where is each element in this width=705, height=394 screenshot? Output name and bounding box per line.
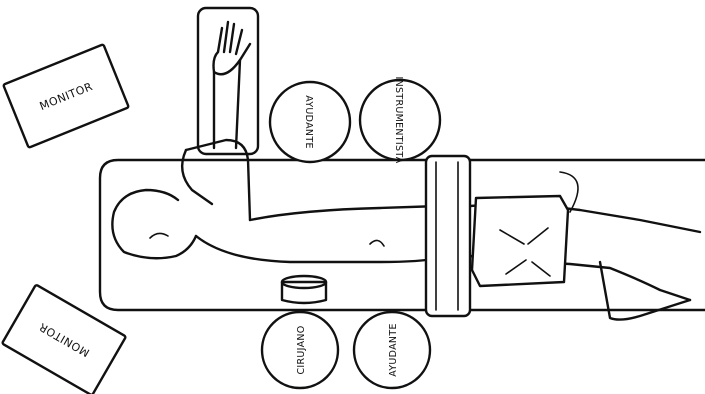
ayudante-top-label: AYUDANTE bbox=[303, 95, 314, 148]
monitor-bottom: MONITOR bbox=[2, 285, 126, 394]
cirujano: CIRUJANO bbox=[262, 312, 338, 388]
ayudante-bottom-label: AYUDANTE bbox=[388, 323, 399, 376]
monitor-top: MONITOR bbox=[3, 44, 129, 148]
patient-body bbox=[112, 140, 700, 320]
instrumentista: INSTRUMENTISTA bbox=[360, 76, 440, 163]
cirujano-label: CIRUJANO bbox=[296, 325, 307, 374]
ayudante-top: AYUDANTE bbox=[270, 82, 350, 162]
instrumentista-label: INSTRUMENTISTA bbox=[393, 76, 404, 163]
ayudante-bottom: AYUDANTE bbox=[354, 312, 430, 388]
operating-table bbox=[100, 160, 705, 310]
safety-strap bbox=[426, 156, 470, 316]
